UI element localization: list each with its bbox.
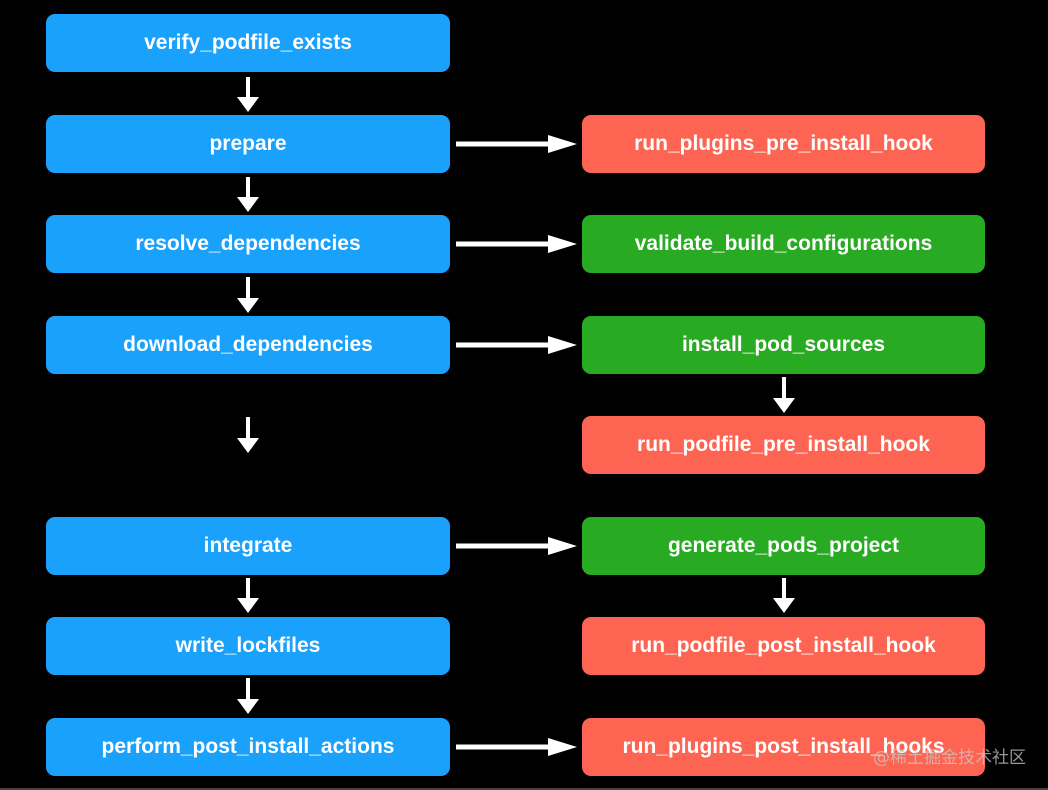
- arrow-resolve-to-download: [237, 277, 259, 313]
- arrow-sources-to-podfile-pre: [773, 377, 795, 413]
- bottom-divider: [0, 788, 1048, 790]
- arrow-integrate-to-write: [237, 578, 259, 613]
- node-label: resolve_dependencies: [135, 232, 361, 255]
- node-generate-pods-project: generate_pods_project: [582, 517, 985, 575]
- arrow-perform-to-plugins-post: [456, 738, 577, 756]
- node-label: run_podfile_pre_install_hook: [637, 433, 930, 456]
- watermark: @稀土掘金技术社区: [873, 748, 1026, 768]
- arrow-resolve-to-validate: [456, 235, 577, 253]
- node-label: install_pod_sources: [681, 333, 886, 356]
- node-label: run_plugins_post_install_hooks: [622, 735, 945, 758]
- arrow-download-to-integrate: [237, 417, 259, 453]
- node-resolve-dependencies: resolve_dependencies: [46, 215, 450, 273]
- arrow-generate-to-podfile-post: [773, 578, 795, 613]
- node-label: verify_podfile_exists: [144, 31, 352, 54]
- node-label: run_plugins_pre_install_hook: [634, 132, 933, 155]
- node-label: download_dependencies: [123, 333, 373, 356]
- node-run-plugins-pre-install-hook: run_plugins_pre_install_hook: [582, 115, 985, 173]
- arrow-write-to-perform: [237, 678, 259, 714]
- node-download-dependencies: download_dependencies: [46, 316, 450, 374]
- node-run-podfile-post-install-hook: run_podfile_post_install_hook: [582, 617, 985, 675]
- arrow-verify-to-prepare: [237, 77, 259, 112]
- arrow-prepare-to-resolve: [237, 177, 259, 212]
- arrow-prepare-to-plugins-pre: [456, 135, 577, 153]
- node-label: generate_pods_project: [667, 534, 900, 557]
- node-label: run_podfile_post_install_hook: [631, 634, 936, 657]
- node-label: validate_build_configurations: [634, 232, 933, 255]
- node-label: perform_post_install_actions: [101, 735, 395, 758]
- node-label: write_lockfiles: [175, 634, 321, 657]
- node-integrate: integrate: [46, 517, 450, 575]
- node-prepare: prepare: [46, 115, 450, 173]
- node-verify-podfile-exists: verify_podfile_exists: [46, 14, 450, 72]
- node-install-pod-sources: install_pod_sources: [582, 316, 985, 374]
- node-label: prepare: [209, 132, 287, 155]
- node-validate-build-configurations: validate_build_configurations: [582, 215, 985, 273]
- node-label: integrate: [203, 534, 293, 557]
- node-run-plugins-post-install-hooks: run_plugins_post_install_hooks: [582, 718, 985, 776]
- node-write-lockfiles: write_lockfiles: [46, 617, 450, 675]
- arrow-download-to-sources: [456, 336, 577, 354]
- node-run-podfile-pre-install-hook: run_podfile_pre_install_hook: [582, 416, 985, 474]
- node-perform-post-install-actions: perform_post_install_actions: [46, 718, 450, 776]
- arrow-integrate-to-generate: [456, 537, 577, 555]
